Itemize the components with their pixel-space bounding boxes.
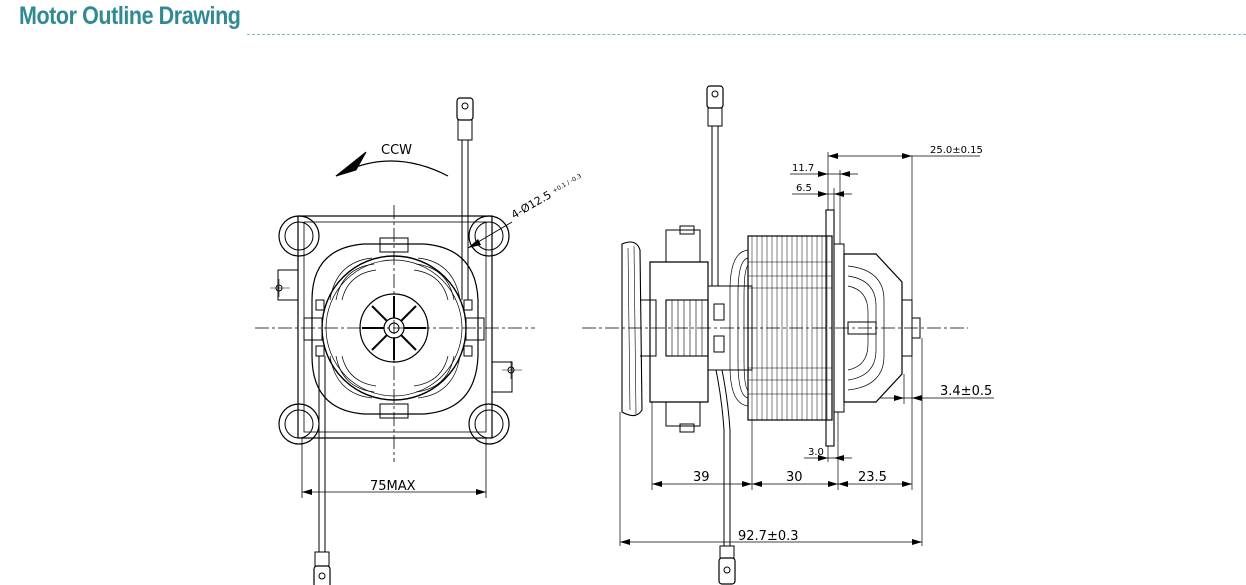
terminal-connector-icon [313,565,331,585]
terminal-connector-icon [718,557,736,585]
rotation-label: CCW [381,143,412,158]
dimension-25-label: 25.0±0.15 [930,145,983,156]
dimension-total-label: 92.7±0.3 [738,529,799,544]
side-view [582,85,994,585]
dimension-30-label: 30 [786,470,803,485]
mounting-hole-icon [468,403,510,445]
mounting-hole-icon [278,215,320,257]
hole-diameter-label: 4-Ø12.5 [509,188,554,221]
dimension-3-4-label: 3.4±0.5 [940,384,992,399]
terminal-connector-icon [706,85,724,109]
dimension-3-0-label: 3.0 [808,447,824,458]
mounting-hole-icon [278,403,320,445]
page-header: Motor Outline Drawing [0,0,1246,42]
dimension-11-7-label: 11.7 [792,163,814,174]
title-divider [247,34,1246,35]
mounting-hole-icon [468,215,510,257]
hole-tolerance-label: +0.1 / -0.3 [552,173,583,195]
page-title: Motor Outline Drawing [19,2,241,30]
terminal-connector-icon [456,97,474,121]
width-dimension-label: 75MAX [370,479,416,494]
dimension-23-5-label: 23.5 [858,470,887,485]
dimension-6-5-label: 6.5 [796,183,812,194]
dimension-39-label: 39 [693,470,710,485]
front-view [255,97,535,585]
rotation-arrow-icon [335,151,449,177]
